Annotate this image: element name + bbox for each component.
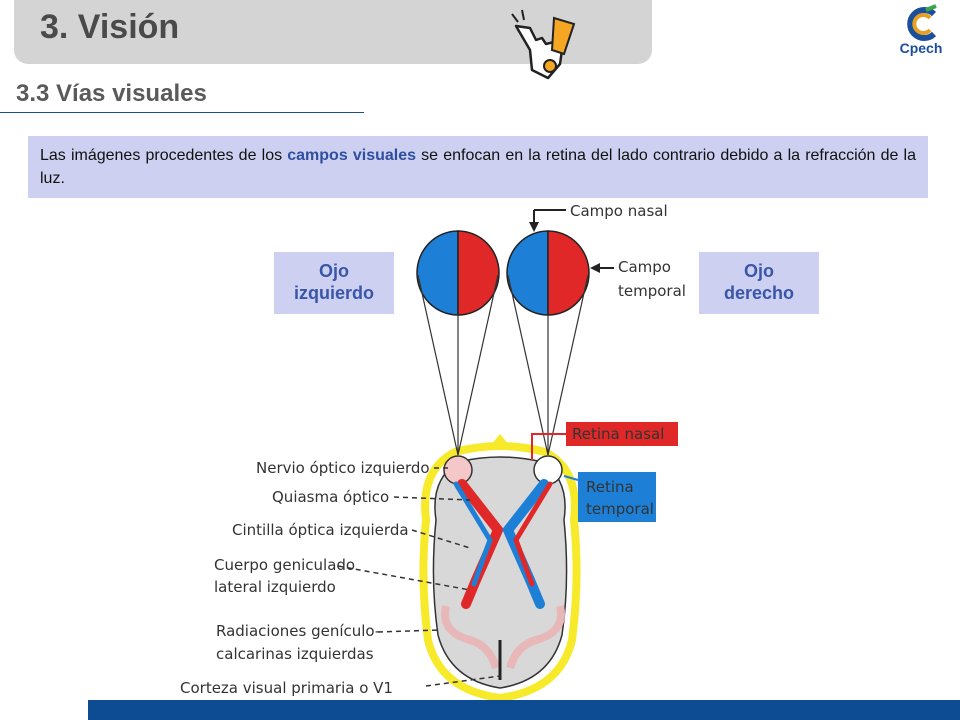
label-campo-temporal-1: Campo — [618, 258, 671, 276]
left-eye-label: Ojo izquierdo — [274, 252, 394, 314]
retina-nasal-pointer — [531, 433, 566, 460]
label-cintilla: Cintilla óptica izquierda — [232, 521, 409, 539]
right-eyeball — [533, 455, 563, 485]
pointing-hand-icon — [511, 9, 576, 80]
label-quiasma: Quiasma óptico — [272, 488, 389, 506]
right-eye-label-line1: Ojo — [744, 261, 774, 281]
label-radiaciones-1: Radiaciones genículo- — [216, 622, 380, 640]
left-eye-label-line2: izquierdo — [294, 283, 374, 303]
label-leader-lines — [337, 467, 501, 687]
left-eye-label-line1: Ojo — [319, 261, 349, 281]
label-campo-temporal-2: temporal — [618, 282, 686, 300]
campo-temporal-arrowhead — [590, 263, 600, 273]
label-corteza: Corteza visual primaria o V1 — [180, 679, 393, 697]
right-visual-field — [506, 230, 590, 316]
visual-pathway-diagram: Campo nasal Campo temporal Retina nasal … — [180, 202, 686, 703]
nose-marker — [490, 434, 510, 446]
right-eye-label-line2: derecho — [723, 283, 795, 303]
logo-text: Cpech — [899, 40, 943, 56]
campo-nasal-arrowhead — [529, 222, 539, 232]
label-radiaciones-2: calcarinas izquierdas — [216, 645, 374, 663]
intro-highlight: campos visuales — [287, 147, 417, 164]
subtitle-underline — [0, 112, 364, 113]
retina-temporal-box — [578, 472, 656, 522]
logo-mark-icon — [907, 4, 937, 41]
field-projection-lines — [417, 274, 589, 456]
left-visual-field — [416, 230, 500, 316]
cpech-logo: Cpech — [890, 4, 952, 60]
footer-bar — [88, 700, 960, 720]
left-eyeball — [443, 455, 473, 485]
right-eye-label: Ojo derecho — [699, 252, 819, 314]
intro-box: Las imágenes procedentes de los campos v… — [28, 136, 928, 198]
label-cuerpo-2: lateral izquierdo — [214, 578, 336, 596]
page-title: 3. Visión — [40, 8, 180, 46]
retina-temporal-pointer — [563, 475, 579, 481]
intro-text: Las imágenes procedentes de los campos v… — [40, 144, 916, 190]
optic-pathways — [441, 479, 565, 680]
label-retina-nasal: Retina nasal — [572, 425, 664, 443]
label-nervio-optico: Nervio óptico izquierdo — [256, 459, 430, 477]
retina-nasal-box — [566, 422, 678, 446]
label-cuerpo-1: Cuerpo geniculado — [214, 556, 355, 574]
label-campo-nasal: Campo nasal — [570, 202, 668, 220]
intro-text-start: Las imágenes procedentes de los — [40, 147, 288, 164]
label-retina-temporal-2: temporal — [586, 500, 654, 518]
section-subtitle: 3.3 Vías visuales — [16, 80, 207, 107]
intro-text-end: se enfocan en la retina del lado contrar… — [40, 147, 917, 187]
label-retina-temporal-1: Retina — [586, 478, 634, 496]
